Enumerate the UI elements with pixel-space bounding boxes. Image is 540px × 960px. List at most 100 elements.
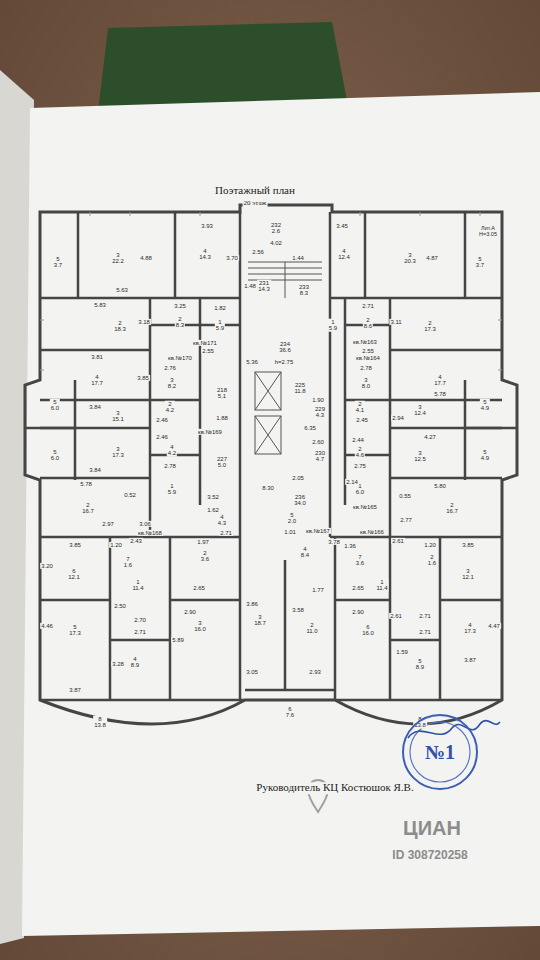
room-label: 2.71: [361, 303, 375, 309]
room-label: 3.85: [68, 542, 82, 548]
room-label: 2 3.6: [200, 550, 210, 563]
room-label: 3.86: [245, 601, 259, 607]
room-label: 3.70: [225, 255, 239, 261]
room-label: 5 17.3: [68, 624, 82, 637]
room-label: 3.85: [136, 375, 150, 381]
room-label: 1.20: [423, 542, 437, 548]
room-label: 4.02: [269, 240, 283, 246]
windows: [40, 212, 502, 370]
room-label: 1.77: [311, 587, 325, 593]
room-label: 1.20: [109, 542, 123, 548]
room-label: 7 3.6: [355, 554, 365, 567]
room-label: кв.№164: [355, 355, 381, 361]
green-folder: [98, 22, 348, 112]
room-label: 6 12.1: [67, 568, 81, 581]
floor-number: 20 этаж: [243, 200, 268, 207]
room-label: кв.№163: [352, 339, 378, 345]
room-label: 3 12.1: [461, 568, 475, 581]
room-label: 2.90: [183, 609, 197, 615]
room-label: 2.46: [155, 417, 169, 423]
room-label: 2.97: [101, 521, 115, 527]
room-label: 3.06: [138, 521, 152, 527]
room-label: 8.30: [261, 485, 275, 491]
room-label: 2.71: [418, 629, 432, 635]
stamp-circle: №1: [402, 714, 478, 790]
room-label: 5.78: [433, 391, 447, 397]
room-label: 5.78: [79, 481, 93, 487]
room-label: кв.№166: [359, 529, 385, 535]
room-label: 5.36: [245, 359, 259, 365]
room-label: 4 4.2: [167, 444, 177, 457]
room-label: 218 5.1: [216, 387, 228, 400]
room-label: 6.35: [303, 425, 317, 431]
stamp-and-signature: [408, 721, 500, 782]
room-label: 2.94: [391, 415, 405, 421]
room-label: 4.27: [423, 434, 437, 440]
room-label: 2.60: [311, 439, 325, 445]
room-label: 2 16.7: [81, 502, 95, 515]
letter-mark: Лит.А Н=3.05: [478, 226, 498, 238]
room-label: 5 8.9: [415, 658, 425, 671]
room-label: 4.87: [425, 255, 439, 261]
room-label: 3.05: [245, 669, 259, 675]
room-label: 2.50: [113, 603, 127, 609]
room-label: 2.65: [351, 585, 365, 591]
room-label: 2 1.6: [427, 554, 437, 567]
room-label: 5.83: [93, 302, 107, 308]
room-label: 2 16.7: [445, 502, 459, 515]
room-label: 1 5.9: [167, 483, 177, 496]
room-label: 3 16.0: [193, 620, 207, 633]
room-label: 5 3.7: [475, 256, 485, 269]
room-label: 3.78: [327, 539, 341, 545]
room-label: 5.63: [115, 287, 129, 293]
room-label: 3 12.5: [413, 450, 427, 463]
room-label: 1 11.4: [375, 579, 388, 592]
room-label: 3.45: [335, 223, 349, 229]
room-label: 4.46: [40, 623, 54, 629]
room-label: 2.93: [308, 669, 322, 675]
room-label: 2 4.1: [355, 401, 365, 414]
room-label: 2.76: [163, 365, 177, 371]
room-label: 3.25: [173, 303, 187, 309]
room-label: 1.59: [395, 649, 409, 655]
room-label: кв.№165: [352, 504, 378, 510]
room-label: 5 4.9: [480, 449, 490, 462]
room-label: 4 14.3: [198, 248, 212, 261]
room-label: 7 1.6: [123, 556, 133, 569]
room-label: 1 5.9: [328, 319, 338, 332]
room-label: 3.18: [137, 319, 151, 325]
plan-walls: [25, 205, 517, 724]
room-label: 4 12.4: [337, 248, 351, 261]
room-label: 4 17.7: [433, 374, 447, 387]
room-label: 4 8.4: [300, 546, 310, 559]
lift-and-stair: [248, 262, 322, 454]
room-label: 5 3.7: [53, 256, 63, 269]
room-label: 3 20.3: [403, 252, 417, 265]
room-label: 3.84: [88, 404, 102, 410]
room-label: 2.90: [351, 609, 365, 615]
room-label: 1.90: [311, 397, 325, 403]
room-label: 3 22.2: [111, 252, 125, 265]
room-label: 5 6.0: [50, 399, 60, 412]
room-label: 1.82: [213, 305, 227, 311]
room-label: 4 8.9: [130, 656, 140, 669]
room-label: 233 8.3: [298, 284, 310, 297]
room-label: 2.56: [251, 249, 265, 255]
watermark-id: ID 308720258: [391, 849, 468, 862]
room-label: 2.55: [361, 348, 375, 354]
room-label: 4 17.7: [90, 374, 104, 387]
room-label: 2 4.6: [355, 446, 365, 459]
room-label: 1 11.4: [131, 579, 144, 592]
room-label: 229 4.3: [314, 406, 326, 419]
room-label: 5 4.9: [480, 399, 490, 412]
room-label: 4 4.3: [217, 514, 227, 527]
room-label: 1.36: [343, 543, 357, 549]
room-label: 2 8.3: [175, 316, 185, 329]
room-label: 8 13.8: [413, 716, 427, 729]
room-label: 0.52: [123, 492, 137, 498]
room-label: 232 2.6: [270, 222, 282, 235]
watermark: ЦИАН: [402, 818, 462, 839]
room-label: кв.№170: [167, 355, 193, 361]
room-label: 3 15.1: [111, 410, 125, 423]
room-label: 4.47: [487, 623, 501, 629]
